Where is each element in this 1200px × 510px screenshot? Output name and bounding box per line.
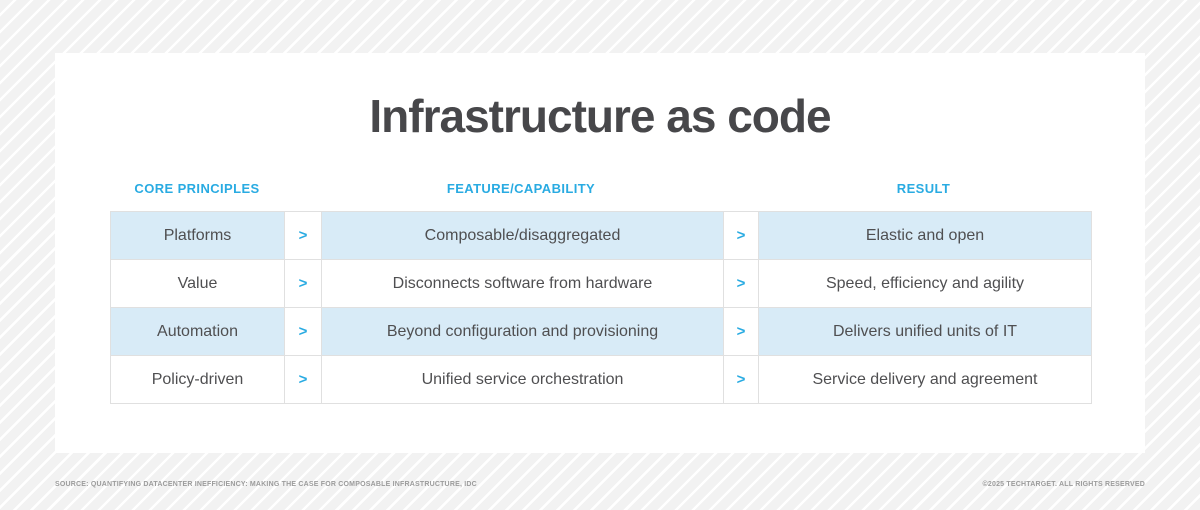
result-cell: Delivers unified units of IT	[758, 307, 1092, 356]
principle-cell: Policy-driven	[110, 355, 285, 404]
result-cell: Elastic and open	[758, 211, 1092, 260]
principles-table: Platforms > Composable/disaggregated > E…	[110, 211, 1092, 404]
table-row: Policy-driven > Unified service orchestr…	[110, 355, 1092, 404]
principle-cell: Automation	[110, 307, 285, 356]
feature-cell: Beyond configuration and provisioning	[321, 307, 724, 356]
chevron-right-icon: >	[723, 307, 759, 356]
result-cell: Service delivery and agreement	[758, 355, 1092, 404]
feature-cell: Composable/disaggregated	[321, 211, 724, 260]
column-header-core-principles: CORE PRINCIPLES	[134, 181, 260, 196]
chevron-right-icon: >	[284, 307, 322, 356]
principle-cell: Platforms	[110, 211, 285, 260]
principle-cell: Value	[110, 259, 285, 308]
chevron-right-icon: >	[723, 211, 759, 260]
chevron-right-icon: >	[284, 211, 322, 260]
result-cell: Speed, efficiency and agility	[758, 259, 1092, 308]
source-attribution: SOURCE: QUANTIFYING DATACENTER INEFFICIE…	[55, 481, 477, 488]
chevron-right-icon: >	[723, 259, 759, 308]
feature-cell: Unified service orchestration	[321, 355, 724, 404]
column-header-result: RESULT	[896, 181, 951, 196]
chevron-right-icon: >	[284, 355, 322, 404]
chevron-right-icon: >	[284, 259, 322, 308]
copyright-notice: ©2025 TECHTARGET. ALL RIGHTS RESERVED	[982, 481, 1145, 488]
chevron-right-icon: >	[723, 355, 759, 404]
column-header-feature-capability: FEATURE/CAPABILITY	[446, 181, 596, 196]
feature-cell: Disconnects software from hardware	[321, 259, 724, 308]
page-title: Infrastructure as code	[369, 90, 831, 142]
table-row: Value > Disconnects software from hardwa…	[110, 259, 1092, 308]
table-row: Platforms > Composable/disaggregated > E…	[110, 211, 1092, 260]
table-row: Automation > Beyond configuration and pr…	[110, 307, 1092, 356]
